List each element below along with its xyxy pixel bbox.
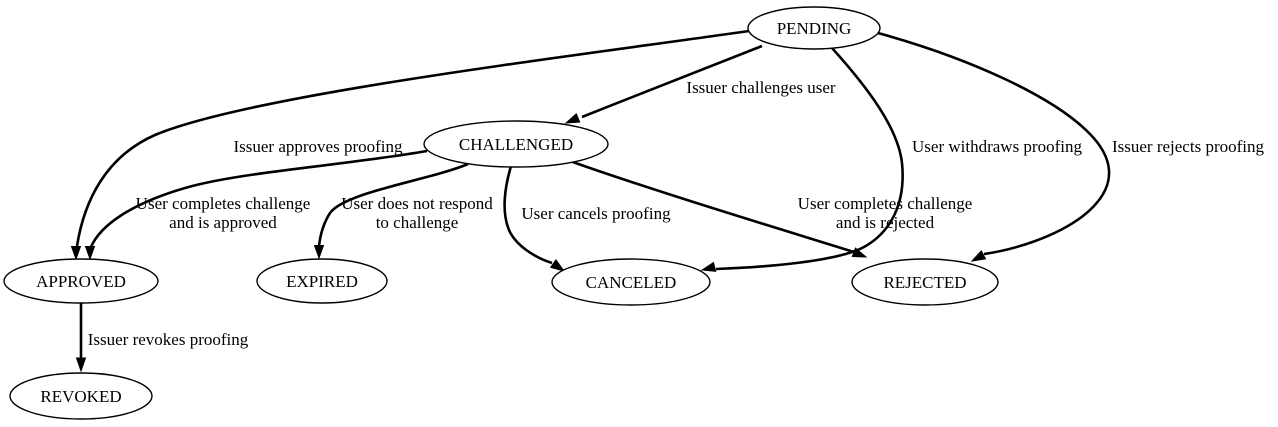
arrowhead-icon: [84, 246, 96, 261]
edge-pending-challenged-path: [581, 44, 763, 119]
edge-pending-rejected-path: [877, 31, 1111, 256]
revoked-ellipse: [9, 372, 153, 420]
canceled-label: CANCELED: [586, 273, 677, 292]
approved-ellipse: [3, 258, 159, 304]
edge-label-issuer-rejects-proofing: Issuer rejects proofing: [1112, 137, 1265, 156]
node-canceled: CANCELED: [551, 258, 711, 306]
challenged-ellipse: [423, 120, 609, 168]
edge-label-no-respond-line2: to challenge: [376, 213, 459, 232]
edge-pending-approved-path: [75, 29, 750, 247]
node-expired: EXPIRED: [256, 258, 388, 304]
node-pending: PENDING: [747, 6, 881, 50]
edge-challenged-canceled: User cancels proofing: [503, 165, 671, 272]
edge-challenged-canceled-path: [503, 165, 553, 265]
arrowhead-icon: [549, 259, 566, 272]
edge-label-issuer-revokes-proofing: Issuer revokes proofing: [88, 330, 249, 349]
pending-ellipse: [747, 6, 881, 50]
challenged-label: CHALLENGED: [459, 135, 573, 154]
edge-challenged-approved-path: [89, 149, 428, 248]
arrowhead-icon: [564, 113, 581, 124]
edge-label-issuer-approves-proofing: Issuer approves proofing: [233, 137, 403, 156]
pending-label: PENDING: [777, 19, 852, 38]
edge-pending-challenged: Issuer challenges user: [564, 44, 836, 124]
edge-label-issuer-challenges-user: Issuer challenges user: [686, 78, 836, 97]
edge-pending-rejected: Issuer rejects proofing: [877, 31, 1265, 262]
expired-ellipse: [256, 258, 388, 304]
node-rejected: REJECTED: [851, 258, 999, 306]
arrowhead-icon: [75, 357, 87, 373]
edge-challenged-approved: User completes challenge and is approved: [84, 149, 428, 261]
edge-challenged-expired-path: [317, 162, 469, 247]
edge-label-completes-approved-line1: User completes challenge: [136, 194, 311, 213]
arrowhead-icon: [700, 261, 717, 272]
edge-label-completes-rejected-line2: and is rejected: [836, 213, 935, 232]
edge-label-completes-approved-line2: and is approved: [169, 213, 277, 232]
edge-pending-canceled-path: [715, 47, 904, 271]
rejected-ellipse: [851, 258, 999, 306]
canceled-ellipse: [551, 258, 711, 306]
edge-label-user-cancels-proofing: User cancels proofing: [521, 204, 671, 223]
rejected-label: REJECTED: [883, 273, 966, 292]
node-challenged: CHALLENGED: [423, 120, 609, 168]
node-revoked: REVOKED: [9, 372, 153, 420]
edge-challenged-expired: User does not respond to challenge: [313, 162, 493, 260]
edge-challenged-rejected-path: [566, 158, 855, 254]
arrowhead-icon: [313, 245, 325, 260]
edge-challenged-rejected: User completes challenge and is rejected: [566, 158, 973, 258]
edge-label-no-respond-line1: User does not respond: [341, 194, 493, 213]
arrowhead-icon: [970, 250, 987, 262]
edge-pending-approved: Issuer approves proofing: [70, 29, 750, 261]
edge-label-user-withdraws-proofing: User withdraws proofing: [912, 137, 1082, 156]
expired-label: EXPIRED: [286, 272, 358, 291]
edge-approved-revoked: Issuer revokes proofing: [75, 303, 249, 373]
revoked-label: REVOKED: [40, 387, 121, 406]
edge-pending-canceled: User withdraws proofing: [700, 47, 1082, 272]
approved-label: APPROVED: [36, 272, 126, 291]
arrowhead-icon: [70, 246, 82, 261]
node-approved: APPROVED: [3, 258, 159, 304]
edge-label-completes-rejected-line1: User completes challenge: [798, 194, 973, 213]
